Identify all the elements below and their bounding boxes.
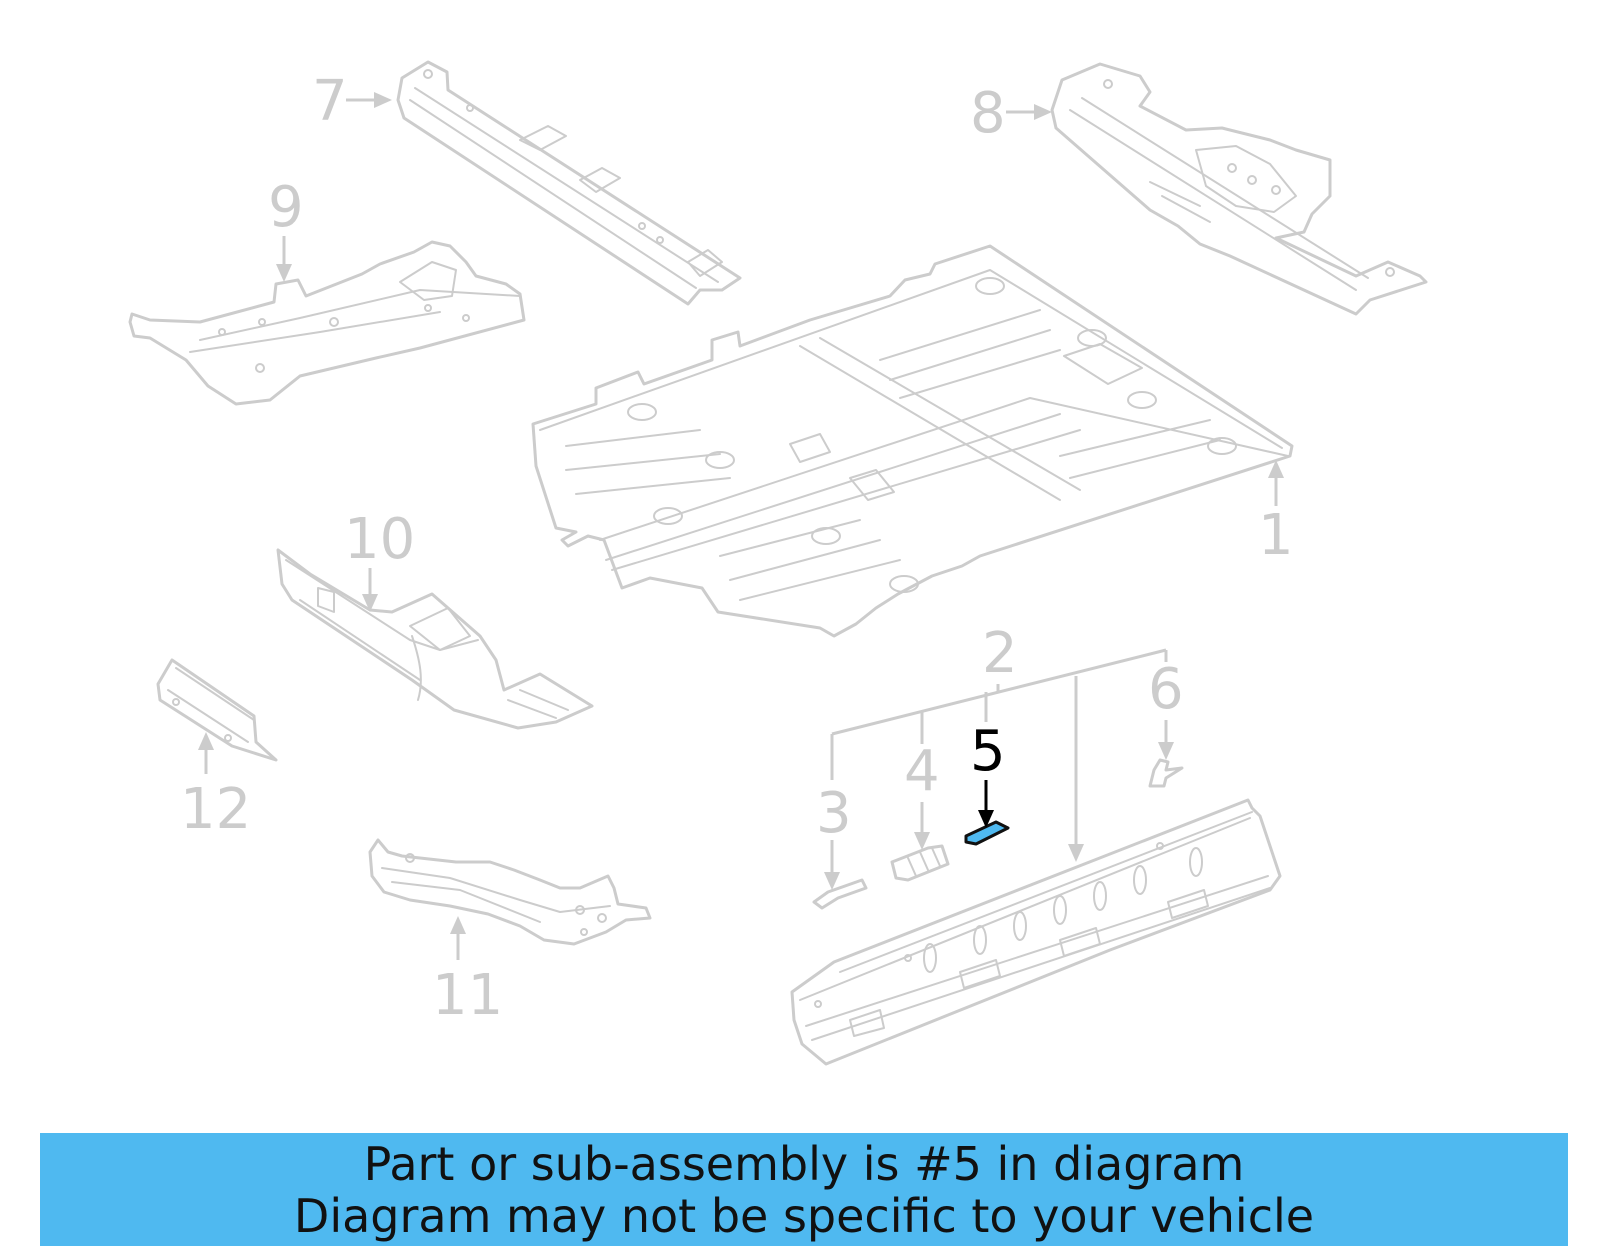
callout-labels: 7 8 9 1 10 2 6 5 4 3 12 11 xyxy=(180,69,1294,1028)
callout-3: 3 xyxy=(816,781,852,846)
info-banner: Part or sub-assembly is #5 in diagram Di… xyxy=(40,1133,1568,1246)
callout-10: 10 xyxy=(344,507,415,572)
part-1-floor-pan xyxy=(531,244,1294,638)
callout-1: 1 xyxy=(1258,503,1294,568)
part-6-bracket xyxy=(1148,758,1184,788)
banner-line-2: Diagram may not be specific to your vehi… xyxy=(293,1188,1315,1243)
part-11-rear-member xyxy=(368,838,652,946)
callout-12: 12 xyxy=(180,777,251,842)
part-9-side-member xyxy=(128,240,526,406)
part-2-side-sill xyxy=(790,798,1282,1066)
callout-11: 11 xyxy=(432,963,503,1028)
part-8-rear-crossmember xyxy=(1050,62,1428,316)
part-7-crossmember xyxy=(396,60,742,306)
callout-7: 7 xyxy=(312,69,348,134)
callout-9: 9 xyxy=(268,175,304,240)
part-12-bracket xyxy=(156,658,278,762)
callout-4: 4 xyxy=(904,739,940,804)
part-3-sill-piece xyxy=(812,878,868,910)
leader-lines xyxy=(198,92,1284,960)
callout-2: 2 xyxy=(982,621,1018,686)
banner-line-1: Part or sub-assembly is #5 in diagram xyxy=(363,1136,1245,1191)
callout-8: 8 xyxy=(970,81,1006,146)
part-4-sill-piece xyxy=(890,844,950,882)
callout-6: 6 xyxy=(1148,657,1184,722)
part-10-reinforcement xyxy=(276,548,594,730)
part-5-highlighted xyxy=(964,820,1010,846)
callout-5: 5 xyxy=(970,719,1006,784)
